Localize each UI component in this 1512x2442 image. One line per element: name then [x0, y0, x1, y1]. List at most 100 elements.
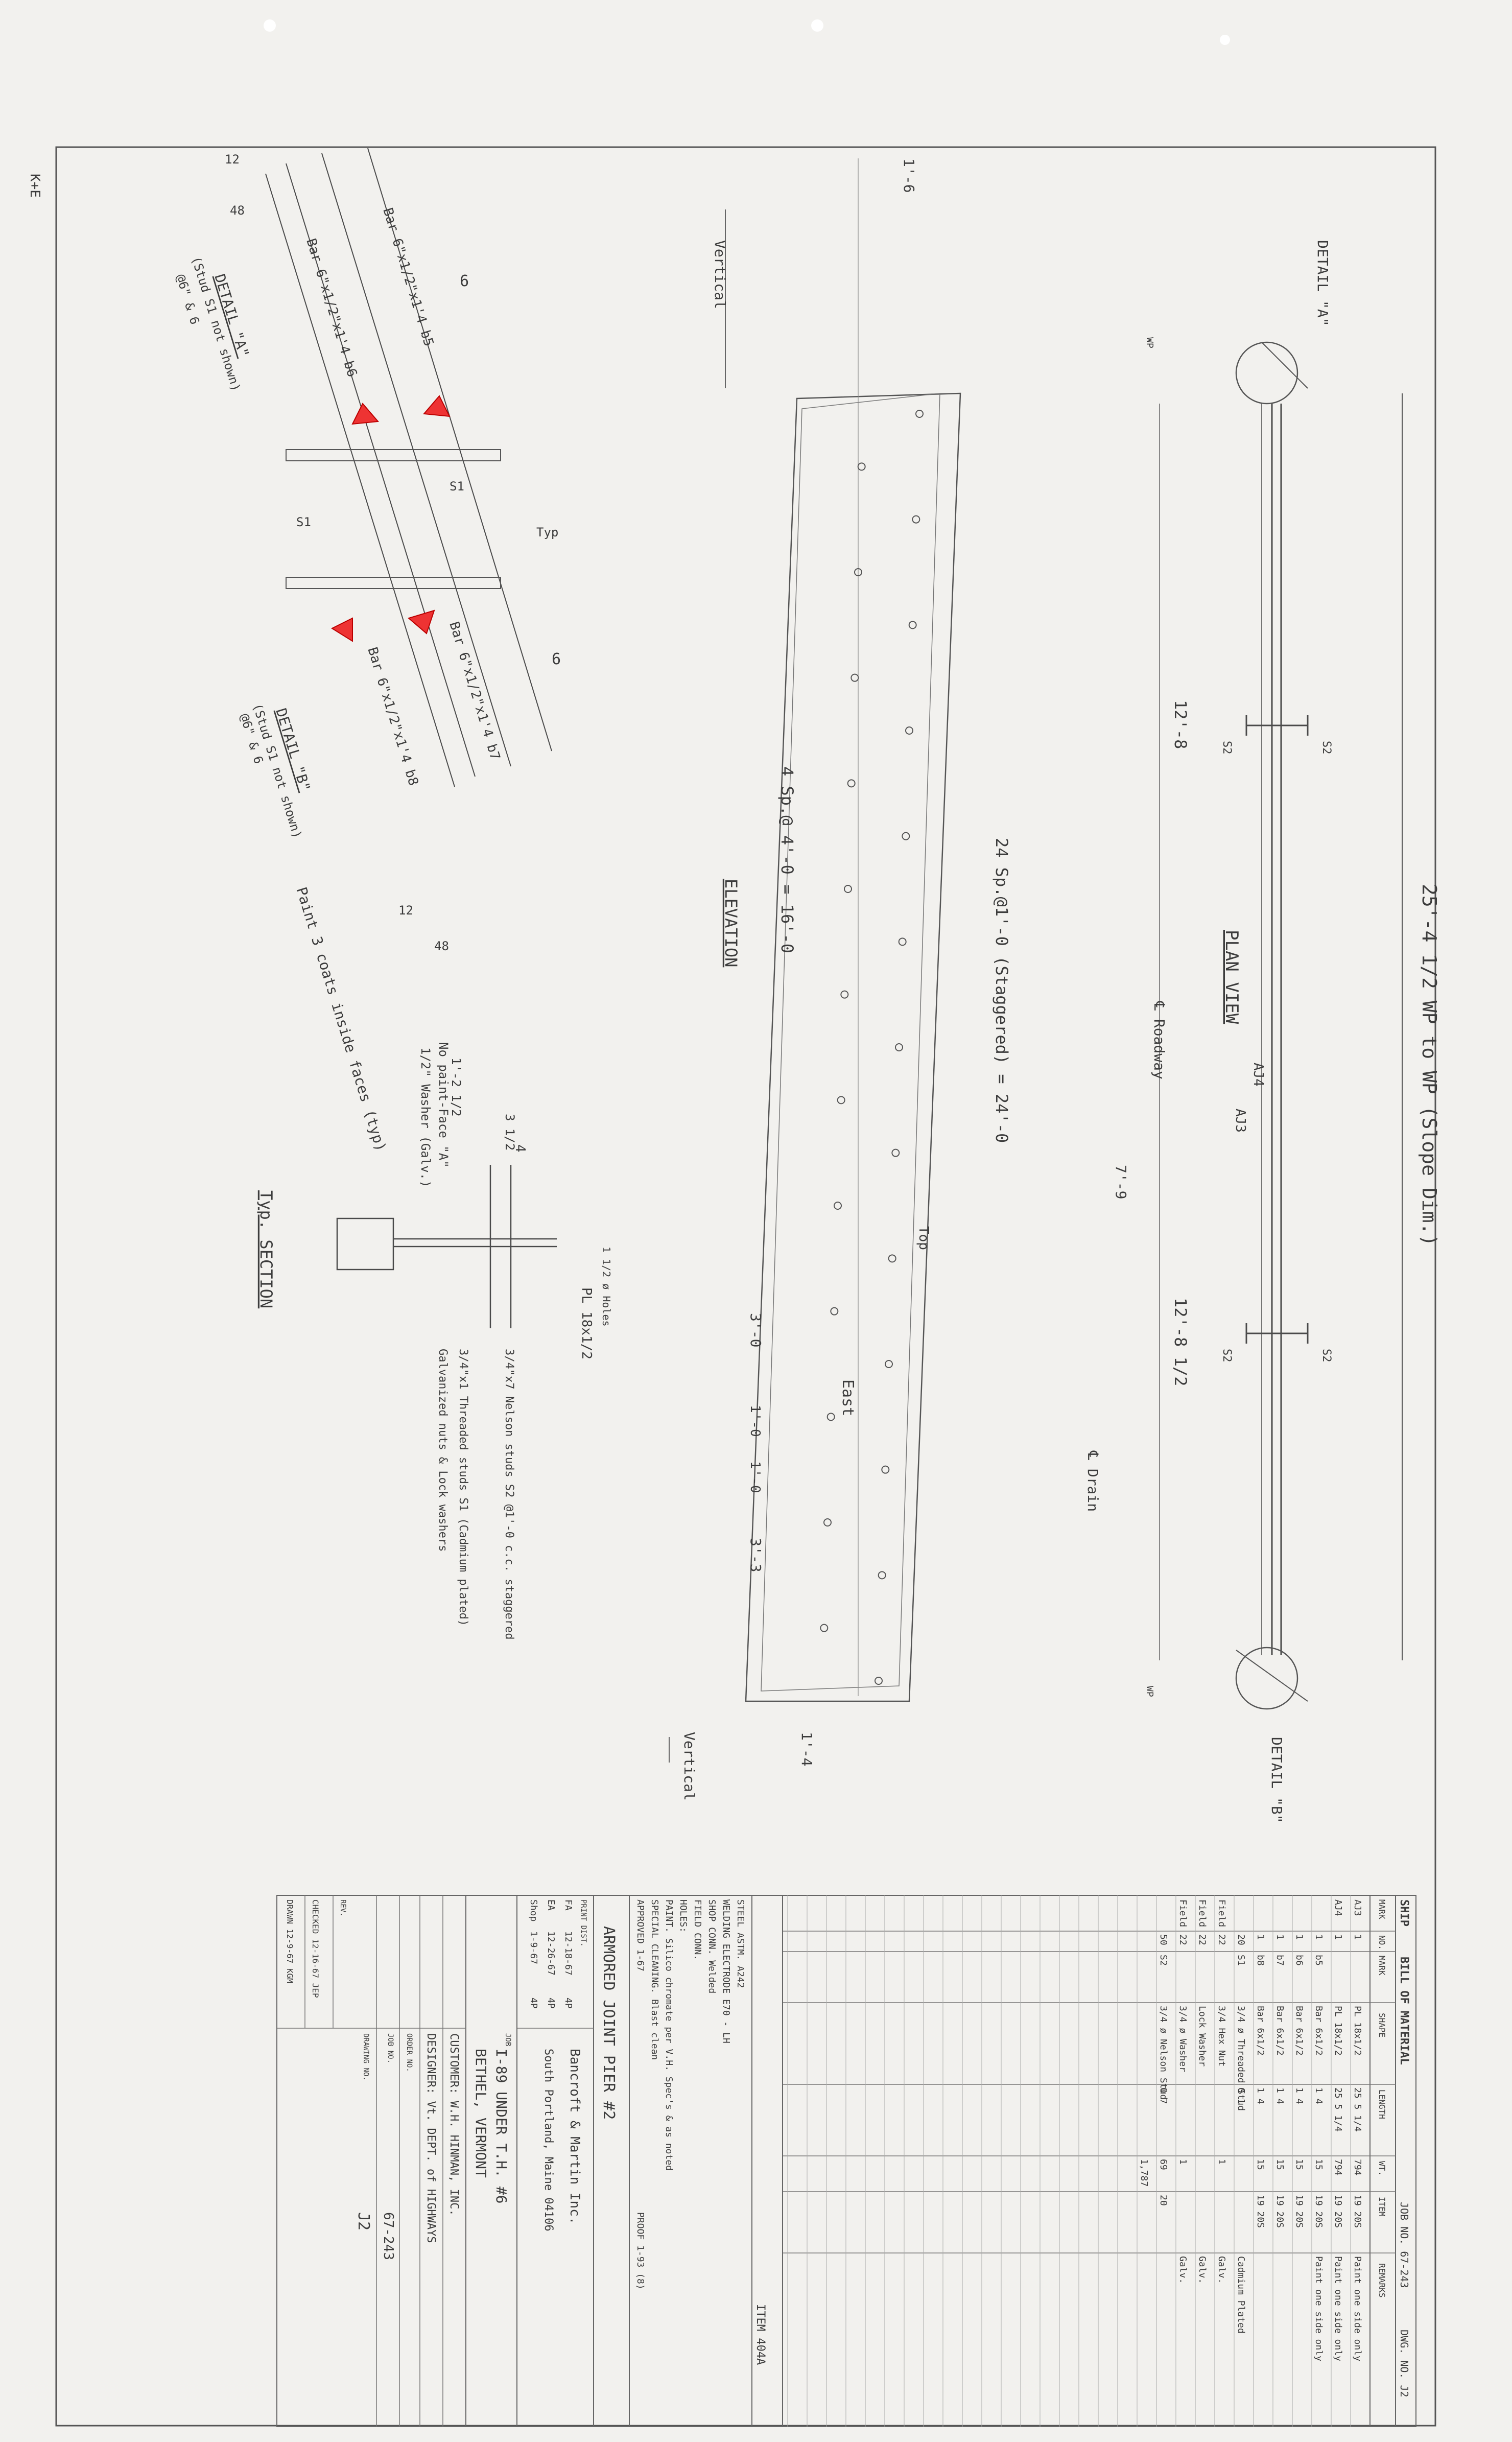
- print-dist-cell: FA: [563, 1899, 574, 1911]
- bom-cell: 1: [1177, 2159, 1188, 2165]
- bom-cell: S2: [1158, 1955, 1169, 1966]
- bom-cell: 19 20S: [1352, 2195, 1363, 2228]
- elevation-stud: [902, 832, 910, 840]
- bom-cell: 19 20S: [1294, 2195, 1305, 2228]
- stud-b: [286, 577, 501, 589]
- punch-hole: [264, 19, 276, 32]
- elevation-stud: [895, 1043, 903, 1051]
- elevation-stud: [826, 1413, 835, 1421]
- bom-cell: Paint one side only: [1352, 2256, 1363, 2361]
- s2-label-1: S2: [1220, 741, 1233, 755]
- elevation-stud: [850, 673, 859, 682]
- roadway-cl: ℄ Roadway: [1151, 1001, 1168, 1079]
- bom-cell: 1 4: [1294, 2087, 1305, 2104]
- plan-view: 25'-4 1/2 WP to WP (Slope Dim.) PLAN VIE…: [1084, 240, 1440, 1823]
- bom-cell: 15: [1294, 2159, 1305, 2170]
- stud-a: [286, 449, 501, 461]
- top-label: Top: [916, 1226, 931, 1250]
- bom-cell: 3/4 ø Threaded Stud: [1236, 2006, 1246, 2111]
- bom-cell: Paint one side only: [1333, 2256, 1343, 2361]
- note-electrode: WELDING ELECTRODE E70 - LH: [721, 1899, 731, 2044]
- bom-cell: 19 20S: [1255, 2195, 1266, 2228]
- dim-6-b: 6: [552, 650, 561, 668]
- paint-note: Paint 3 coats inside faces (typ): [293, 885, 389, 1154]
- elevation-title: ELEVATION: [721, 879, 741, 967]
- bom-cell: 1: [1352, 1934, 1363, 1940]
- dim-1-6: 1'-6: [901, 158, 917, 193]
- bom-cell: 20: [1236, 1934, 1246, 1945]
- weld-marker-a2: [351, 403, 380, 425]
- bom-cell: 19 20S: [1274, 2195, 1285, 2228]
- overall-dimension: 25'-4 1/2 WP to WP (Slope Dim.): [1418, 884, 1440, 1246]
- galvanized-note: Galvanized nuts & Lock washers: [436, 1349, 449, 1552]
- joint-title: ARMORED JOINT PIER #2: [600, 1926, 618, 2120]
- bom-cell: Field: [1197, 1899, 1208, 1927]
- wp-label-a: WP: [1144, 337, 1155, 348]
- rev-label: REV.: [339, 1899, 347, 1917]
- elevation-stud: [840, 990, 849, 999]
- stud-label-b: S1: [296, 515, 311, 529]
- bom-job-no: JOB NO. 67-243: [1398, 2202, 1410, 2288]
- typical-section: No paint-Face "A" 1/2" Washer (Galv.) 1'…: [256, 1042, 612, 1640]
- bom-cell: 0 7: [1158, 2087, 1169, 2104]
- east-arrow: East: [839, 1379, 857, 1416]
- bom-cell: 15: [1255, 2159, 1266, 2170]
- elevation-stud: [898, 937, 907, 946]
- plan-studs: [1245, 715, 1309, 1344]
- bom-cell: Bar 6x1/2: [1274, 2006, 1285, 2056]
- stud-label-a: S1: [450, 479, 464, 494]
- bom-col-length: LENGTH: [1377, 2089, 1387, 2119]
- bom-cell: Bar 6x1/2: [1255, 2006, 1266, 2056]
- bom-cell: 15: [1313, 2159, 1324, 2170]
- manufacturer-logo: K+E: [27, 174, 42, 198]
- job-no-value: 67-243: [381, 2212, 396, 2260]
- print-dist-cell: 1-9-67: [528, 1931, 539, 1964]
- bom-title: BILL OF MATERIAL: [1398, 1957, 1410, 2065]
- elevation-stud: [888, 1254, 896, 1263]
- bom-cell: 25 5 1/4: [1352, 2087, 1363, 2132]
- armor-plate-outline: [745, 392, 961, 1702]
- dim-12-a: 12: [225, 152, 240, 167]
- print-dist-cell: Shop: [528, 1899, 539, 1921]
- bom-cell: 19 20S: [1333, 2195, 1343, 2228]
- designer: DESIGNER: Vt. DEPT. of HIGHWAYS: [424, 2033, 437, 2243]
- plan-view-title: PLAN VIEW: [1221, 930, 1242, 1024]
- spacing-top: 24 Sp.@1'-0 (Staggered) = 24'-0: [992, 838, 1011, 1143]
- elevation-stud: [847, 779, 856, 788]
- order-no-label: ORDER NO.: [405, 2033, 413, 2072]
- weld-marker-b2: [330, 617, 353, 642]
- elevation-stud: [875, 1677, 883, 1685]
- dim-1-2-5: 1'-2 1/2: [449, 1058, 463, 1117]
- dim-12-b: 12: [398, 903, 413, 918]
- dim-48-a: 48: [230, 203, 245, 218]
- bom-cell: AJ4: [1333, 1899, 1343, 1916]
- customer: CUSTOMER: W.H. HINMAN, INC.: [447, 2033, 460, 2216]
- plate-note: PL 18x1/2: [579, 1287, 594, 1359]
- elevation-stud: [823, 1518, 832, 1527]
- bom-col-item: ITEM: [1377, 2197, 1387, 2217]
- weld-marker-b1: [407, 609, 435, 635]
- no-paint-note: No paint-Face "A": [436, 1042, 451, 1168]
- bom-dwg-no: DWG. NO. J2: [1398, 2330, 1410, 2397]
- drawn: DRAWN 12-9-67 KGM: [285, 1899, 295, 1983]
- print-dist-cell: 12-26-67: [546, 1931, 556, 1976]
- print-dist-cell: 4P: [563, 1998, 574, 2009]
- detail-b-callout: [1235, 1647, 1298, 1710]
- washer-note: 1/2" Washer (Galv.): [418, 1047, 433, 1188]
- dim-6-a: 6: [460, 272, 469, 290]
- elevation-stud: [878, 1571, 886, 1580]
- bom-cell: 794: [1352, 2159, 1363, 2176]
- detail-b-ref: DETAIL "B": [1268, 1737, 1285, 1823]
- note-holes: HOLES:: [678, 1899, 689, 1933]
- bom-cell: 1: [1333, 1934, 1343, 1940]
- bom-cell: b6: [1294, 1955, 1305, 1966]
- drain-cl: ℄ Drain: [1084, 1450, 1101, 1512]
- elevation-stud: [820, 1624, 829, 1632]
- bom-cell: Lock Washer: [1197, 2006, 1208, 2067]
- note-steel: STEEL ASTM. A242: [735, 1899, 746, 1988]
- threaded-studs-note: 3/4"x1 Threaded studs S1 (Cadmium plated…: [457, 1349, 469, 1626]
- bom-cell: 69: [1158, 2159, 1169, 2170]
- dim-1-0b: 1'-0: [747, 1461, 763, 1493]
